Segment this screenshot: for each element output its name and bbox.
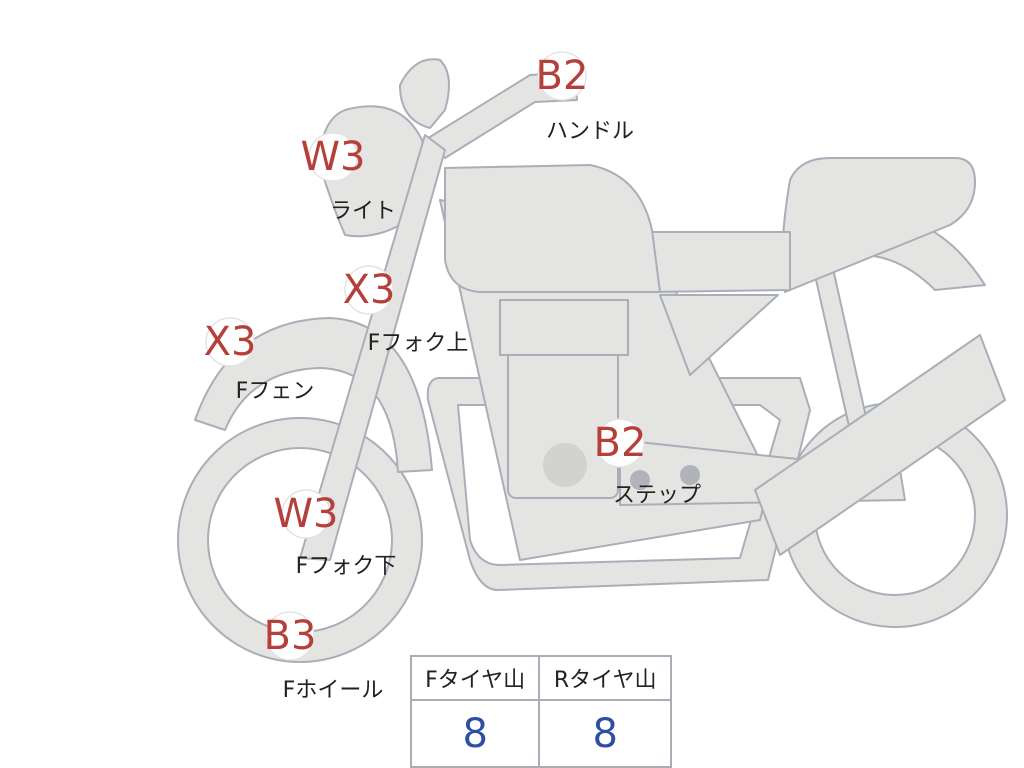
part-label: ライト [330,199,396,224]
marker-ffender: X3 Fフェン [204,317,315,404]
marker-step: B2 ステップ [594,418,701,508]
front-tire-value: 8 [409,699,541,768]
tire-depth-table: Fタイヤ山 Rタイヤ山 8 8 [409,655,672,768]
part-label: Fフォク下 [296,554,397,579]
grade-label: X3 [204,319,257,365]
front-tire-header: Fタイヤ山 [409,655,541,701]
side-cover [639,231,791,293]
part-label: Fフォク上 [368,331,469,356]
fuel-tank [444,164,661,293]
marker-fwheel: B3 Fホイール [264,611,384,703]
grade-label: W3 [301,134,366,180]
marker-ffork-lower: W3 Fフォク下 [274,489,397,579]
marker-handle: B2 ハンドル [536,51,634,144]
grade-label: B2 [594,420,647,466]
part-label: ハンドル [546,119,634,144]
front-fork [299,134,446,561]
part-label: Fホイール [283,678,384,703]
rear-tire-header: Rタイヤ山 [538,655,672,701]
part-label: Fフェン [236,379,315,404]
grade-label: X3 [343,267,396,313]
muffler [754,334,1006,556]
grade-label: W3 [274,491,339,537]
rear-tire-value: 8 [538,699,672,768]
handlebar [424,71,578,159]
grade-label: B3 [264,613,317,659]
marker-light: W3 ライト [301,132,396,224]
marker-ffork-upper: X3 Fフォク上 [343,265,469,356]
grade-label: B2 [536,53,589,99]
part-label: ステップ [613,483,701,508]
